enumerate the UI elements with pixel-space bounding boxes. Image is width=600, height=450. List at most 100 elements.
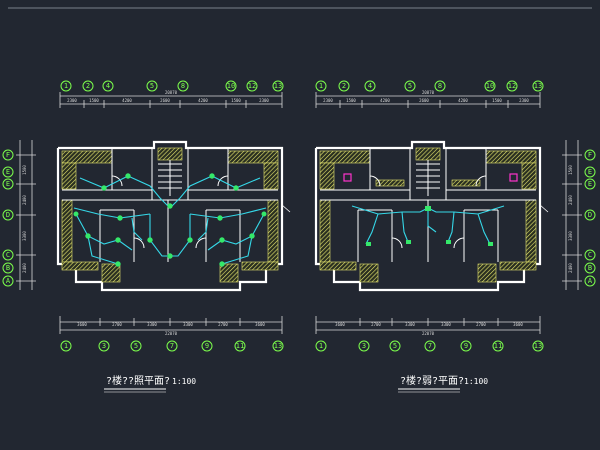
- building-outline: [314, 140, 542, 292]
- junction-box-icon: [425, 206, 431, 211]
- dim-label: 4200: [122, 98, 132, 103]
- axis-label: E: [588, 168, 592, 176]
- dim-label: 2300: [259, 98, 269, 103]
- axis-label: C: [588, 251, 592, 259]
- plan-title: ?楼?弱?平面?: [400, 374, 464, 387]
- dim-label: 4200: [380, 98, 390, 103]
- axis-label: 5: [134, 342, 138, 350]
- axis-label: 5: [393, 342, 397, 350]
- axis-label: F: [588, 151, 592, 159]
- axis-label: 1: [319, 342, 323, 350]
- dim-label: 2300: [67, 98, 77, 103]
- dim-label: 1500: [568, 165, 573, 175]
- top-dimensions: 20870 2300 1500 4200 2600 4200 1500 2300: [59, 90, 283, 108]
- dim-label: 3600: [513, 322, 523, 327]
- stair: [416, 160, 440, 196]
- axis-label: 12: [248, 82, 256, 90]
- axis-label: D: [588, 211, 592, 219]
- dim-label: 1500: [231, 98, 241, 103]
- axis-label: 13: [534, 82, 542, 90]
- axis-label: 10: [486, 82, 494, 90]
- dim-total-bottom: 22070: [422, 331, 435, 336]
- building-outline: [56, 140, 284, 292]
- dim-label: 2400: [568, 263, 573, 273]
- dim-label: 2300: [519, 98, 529, 103]
- dim-label: 4200: [458, 98, 468, 103]
- axis-label: C: [6, 251, 10, 259]
- weak-current-wiring: [351, 205, 505, 245]
- dim-label: 3300: [405, 322, 415, 327]
- axis-label: F: [6, 151, 10, 159]
- axis-label: 3: [362, 342, 366, 350]
- dim-label: 2700: [476, 322, 486, 327]
- dim-label: 2600: [419, 98, 429, 103]
- plan-left: 20870 2300 1500 4200 2600 4200 1500 2300…: [2, 80, 291, 393]
- plan-scale: 1:100: [464, 377, 488, 386]
- dim-label: 2400: [568, 195, 573, 205]
- axis-label: 9: [464, 342, 468, 350]
- dim-label: 2400: [22, 263, 27, 273]
- axis-label: 11: [494, 342, 502, 350]
- axis-label: 2: [86, 82, 90, 90]
- plan-title: ?楼??照平面?: [106, 374, 170, 387]
- axis-label: 13: [274, 342, 282, 350]
- axis-label: 13: [534, 342, 542, 350]
- left-axis-bubbles: F E E D C B A 1500 2400 3300 2400: [2, 140, 36, 290]
- top-axis-bubbles: 1 2 4 5 8 10 12 13: [60, 80, 284, 92]
- axis-label: 4: [368, 82, 372, 90]
- plan-right: 20870 2300 1500 4200 2600 4200 1500 2300…: [314, 80, 596, 393]
- axis-label: B: [588, 264, 592, 272]
- dim-label: 2400: [22, 195, 27, 205]
- axis-label: D: [6, 211, 10, 219]
- bottom-dimensions: 3600 2700 3300 3300 2700 3600 22070: [59, 316, 283, 336]
- bottom-dimensions: 3600 2700 3300 3300 2700 3600 22070: [315, 316, 541, 336]
- weak-current-devices: [343, 173, 518, 246]
- dim-label: 1500: [22, 165, 27, 175]
- axis-label: 8: [438, 82, 442, 90]
- leader-line: [281, 204, 291, 213]
- axis-label: A: [6, 277, 11, 285]
- socket-icon: [509, 173, 518, 182]
- dim-label: 3300: [22, 231, 27, 241]
- axis-label: 1: [319, 82, 323, 90]
- dim-label: 3600: [77, 322, 87, 327]
- outlet-icon: [406, 240, 411, 244]
- dim-label: 3600: [255, 322, 265, 327]
- axis-label: E: [6, 180, 10, 188]
- top-dimensions: 20870 2300 1500 4200 2600 4200 1500 2300: [315, 90, 541, 108]
- axis-label: 3: [102, 342, 106, 350]
- right-axis-bubbles: F E E D C B A 1500 2400 3300 2400: [562, 140, 596, 290]
- dim-label: 3300: [441, 322, 451, 327]
- dim-total-bottom: 22070: [165, 331, 178, 336]
- dim-label: 3600: [335, 322, 345, 327]
- axis-label: 5: [150, 82, 154, 90]
- light-fixtures: [73, 173, 267, 267]
- axis-label: E: [588, 180, 592, 188]
- dim-total-top: 20870: [165, 90, 178, 95]
- axis-label: E: [6, 168, 10, 176]
- dim-label: 1500: [346, 98, 356, 103]
- axis-label: 5: [408, 82, 412, 90]
- stair: [158, 160, 182, 196]
- axis-label: 11: [236, 342, 244, 350]
- axis-label: 7: [170, 342, 174, 350]
- axis-label: 1: [64, 82, 68, 90]
- dim-label: 3300: [147, 322, 157, 327]
- socket-icon: [343, 173, 352, 182]
- dim-label: 3300: [568, 231, 573, 241]
- axis-label: 8: [181, 82, 185, 90]
- axis-label: 9: [205, 342, 209, 350]
- dim-label: 1500: [89, 98, 99, 103]
- bottom-axis-bubbles: 1 3 5 7 9 11 13: [60, 340, 284, 352]
- outlet-icon: [446, 240, 451, 244]
- leader-line: [539, 204, 549, 213]
- dim-label: 4200: [198, 98, 208, 103]
- dim-label: 1500: [492, 98, 502, 103]
- dim-label: 2700: [112, 322, 122, 327]
- dim-label: 2700: [218, 322, 228, 327]
- axis-label: 2: [342, 82, 346, 90]
- axis-label: 7: [428, 342, 432, 350]
- outlet-icon: [488, 242, 493, 246]
- dim-label: 3300: [183, 322, 193, 327]
